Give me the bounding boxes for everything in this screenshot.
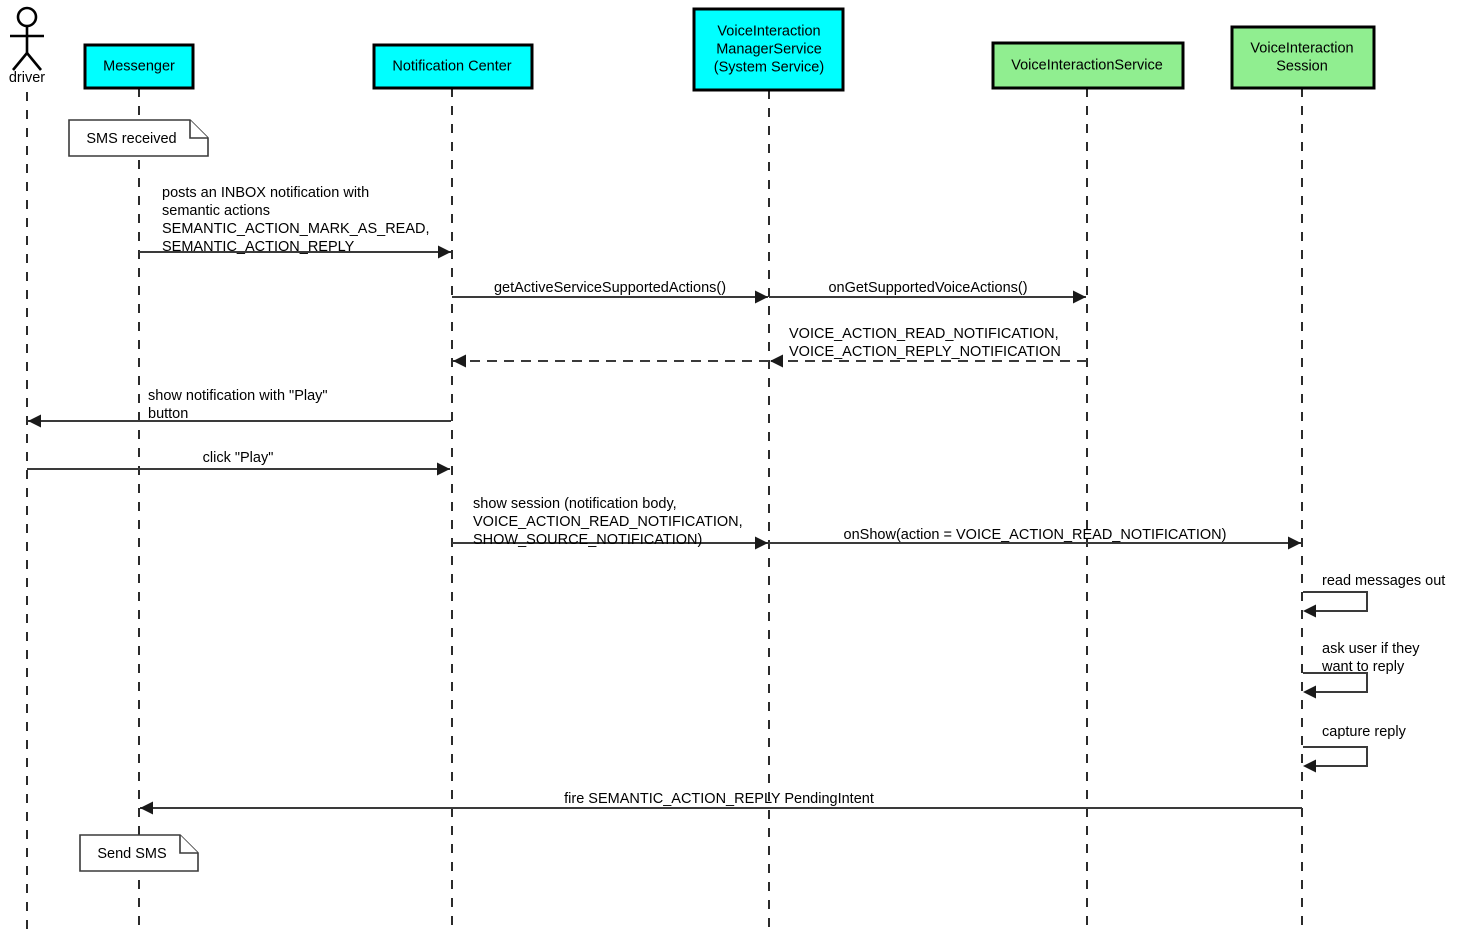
self-message-arrow-head-icon: [1303, 685, 1316, 699]
msg-show-session[interactable]: show session (notification body, VOICE_AC…: [452, 496, 768, 550]
participant-messenger[interactable]: Messenger: [83, 43, 195, 90]
note-sms-received: SMS received: [68, 119, 209, 157]
message-label-line: semantic actions: [162, 203, 270, 219]
msg-on-get-supported-voice-actions[interactable]: onGetSupportedVoiceActions(): [769, 280, 1086, 304]
message-arrow-head-icon: [438, 245, 451, 259]
message-arrow-head-icon: [28, 414, 41, 428]
actor-driver[interactable]: driver: [9, 6, 45, 86]
participant-label-line: Session: [1276, 58, 1328, 74]
message-label-line: button: [148, 406, 188, 422]
message-label-line: VOICE_ACTION_READ_NOTIFICATION,: [789, 326, 1059, 342]
message-label-line: VOICE_ACTION_REPLY_NOTIFICATION: [789, 344, 1061, 360]
self-message-path[interactable]: [1303, 672, 1368, 693]
participant-box[interactable]: [372, 43, 534, 90]
note-text: Send SMS: [97, 846, 166, 862]
self-message-label-line: capture reply: [1322, 724, 1407, 740]
participant-label-line: VoiceInteractionService: [1011, 57, 1163, 73]
self-message-arrow-head-icon: [1303, 759, 1316, 773]
message-arrow-head-icon: [437, 462, 450, 476]
messages-layer: posts an INBOX notification with semantic…: [27, 185, 1302, 815]
participant-box[interactable]: [991, 41, 1185, 90]
actor-leg-left-icon: [11, 52, 29, 71]
actors-layer: driver: [9, 6, 45, 86]
actor-label: driver: [9, 70, 45, 86]
self-message-label-line: read messages out: [1322, 573, 1445, 589]
self-message-path[interactable]: [1303, 746, 1368, 767]
message-label-line: onGetSupportedVoiceActions(): [828, 280, 1027, 296]
message-label-line: SHOW_SOURCE_NOTIFICATION): [473, 532, 702, 548]
lifelines-layer: [26, 88, 1303, 929]
message-label-line: show notification with "Play": [148, 388, 328, 404]
msg-show-notification-with-play-button[interactable]: show notification with "Play" button: [28, 388, 451, 428]
participant-voice-interaction-service[interactable]: VoiceInteractionService: [991, 41, 1185, 90]
note-shape: [68, 119, 209, 157]
msg-return-voice-actions-to-notification-center[interactable]: [453, 354, 769, 368]
note-send-sms: Send SMS: [79, 834, 199, 872]
message-arrow-head-icon: [755, 536, 768, 550]
participant-box[interactable]: [692, 7, 845, 92]
participant-label-line: VoiceInteraction: [1250, 40, 1353, 56]
message-arrow-head-icon: [140, 801, 153, 815]
note-shape: [79, 834, 199, 872]
message-arrow-head-icon: [1073, 290, 1086, 304]
self-msg-read-messages-out[interactable]: read messages out: [1303, 573, 1445, 618]
message-label-line: getActiveServiceSupportedActions(): [494, 280, 726, 296]
participant-label-line: Messenger: [103, 58, 175, 74]
message-label-line: SEMANTIC_ACTION_REPLY: [162, 239, 355, 255]
actor-head-icon: [16, 6, 38, 28]
participant-label-line: (System Service): [714, 59, 824, 75]
msg-click-play[interactable]: click "Play": [27, 450, 450, 476]
message-label-line: VOICE_ACTION_READ_NOTIFICATION,: [473, 514, 743, 530]
participant-box[interactable]: [83, 43, 195, 90]
self-message-arrow-head-icon: [1303, 604, 1316, 618]
self-msg-capture-reply[interactable]: capture reply: [1303, 724, 1407, 773]
self-msg-ask-user-if-they-want-to-reply[interactable]: ask user if they want to reply: [1303, 641, 1420, 699]
self-message-path[interactable]: [1303, 591, 1368, 612]
message-arrow-head-icon: [770, 354, 783, 368]
self-message-label-line: ask user if they: [1322, 641, 1420, 657]
msg-on-show[interactable]: onShow(action = VOICE_ACTION_READ_NOTIFI…: [769, 527, 1301, 550]
message-arrow-head-icon: [1288, 536, 1301, 550]
self-message-label-line: want to reply: [1321, 659, 1405, 675]
participant-label-line: Notification Center: [392, 58, 511, 74]
msg-get-active-service-supported-actions[interactable]: getActiveServiceSupportedActions(): [452, 280, 768, 304]
message-label-line: posts an INBOX notification with: [162, 185, 369, 201]
participant-label-line: VoiceInteraction: [717, 23, 820, 39]
actor-leg-right-icon: [25, 52, 43, 71]
note-fold-corner-icon: [189, 120, 208, 139]
message-label-line: show session (notification body,: [473, 496, 677, 512]
msg-return-voice-actions-to-manager[interactable]: VOICE_ACTION_READ_NOTIFICATION, VOICE_ACT…: [770, 326, 1087, 368]
message-label-line: click "Play": [203, 450, 274, 466]
note-fold-corner-icon: [179, 835, 198, 854]
participant-label-line: ManagerService: [716, 41, 822, 57]
self-messages-layer: read messages out ask user if they want to…: [1303, 573, 1445, 773]
participant-notification-center[interactable]: Notification Center: [372, 43, 534, 90]
message-label-line: SEMANTIC_ACTION_MARK_AS_READ,: [162, 221, 430, 237]
note-text: SMS received: [86, 131, 176, 147]
message-arrow-head-icon: [755, 290, 768, 304]
message-label-line: onShow(action = VOICE_ACTION_READ_NOTIFI…: [844, 527, 1227, 543]
participant-box[interactable]: [1230, 25, 1376, 90]
message-arrow-head-icon: [453, 354, 466, 368]
msg-post-inbox-notification[interactable]: posts an INBOX notification with semantic…: [139, 185, 451, 259]
participant-boxes-layer: Messenger Notification Center VoiceInterac…: [83, 7, 1376, 92]
message-label-line: fire SEMANTIC_ACTION_REPLY PendingIntent: [564, 791, 874, 807]
msg-fire-semantic-action-reply-pending-intent[interactable]: fire SEMANTIC_ACTION_REPLY PendingIntent: [140, 791, 1302, 815]
